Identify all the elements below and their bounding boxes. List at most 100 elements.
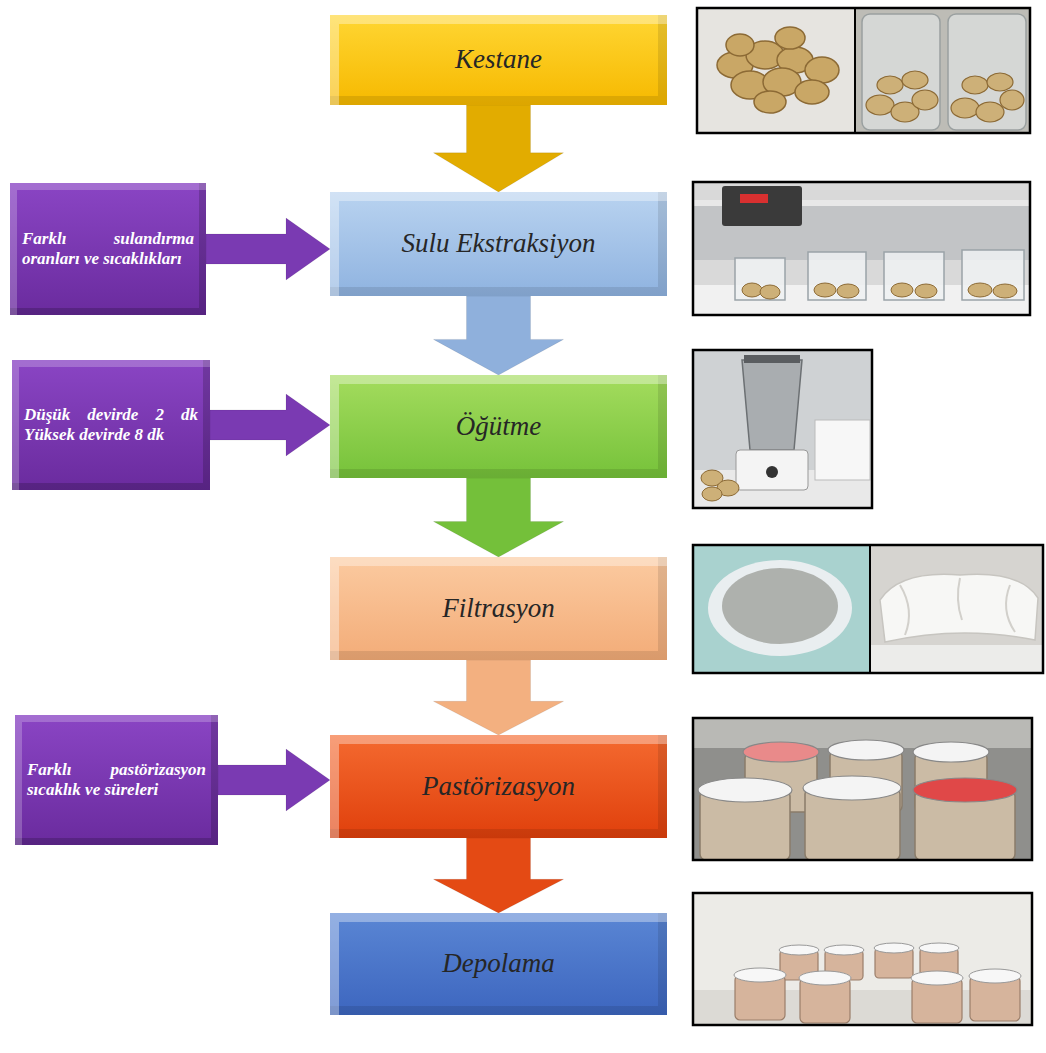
illustration-part	[855, 8, 1030, 133]
step-label: Pastörizasyon	[404, 771, 593, 802]
process-box: Sulu Ekstraksiyon	[330, 192, 667, 296]
flow-arrow	[434, 296, 564, 375]
illustration-part	[948, 14, 1026, 130]
illustration-part	[866, 71, 1024, 122]
illustration-part	[951, 98, 979, 118]
illustration-part	[740, 194, 768, 203]
illustration-part	[742, 360, 802, 450]
illustration-part	[870, 645, 1043, 673]
illustration-part	[900, 578, 1015, 635]
illustration-part	[697, 8, 855, 133]
flow-arrow	[210, 394, 330, 456]
illustration-part	[698, 778, 792, 802]
filtration-photo	[693, 545, 1043, 673]
chestnut-photo	[697, 8, 1030, 133]
illustration-part	[734, 968, 786, 982]
illustration-part	[891, 283, 913, 297]
illustration-part	[968, 283, 992, 297]
step-label: Depolama	[424, 948, 572, 979]
illustration-part	[726, 34, 754, 56]
illustration-part	[698, 740, 1017, 802]
illustration-part	[962, 76, 988, 94]
illustration-part	[912, 90, 938, 110]
illustration-part	[779, 945, 819, 955]
illustration-part	[815, 420, 870, 480]
illustration-part	[775, 27, 805, 49]
illustration-part	[702, 487, 722, 501]
process-box: Öğütme	[330, 375, 667, 478]
illustration-part	[814, 283, 836, 297]
parameter-text: Düşük devirde 2 dk Yüksek devirde 8 dk	[24, 405, 198, 446]
illustration-part	[805, 57, 839, 83]
process-box: Pastörizasyon	[330, 735, 667, 838]
illustration-part	[722, 568, 838, 644]
illustration-part	[693, 545, 870, 673]
illustration-part	[742, 283, 762, 297]
illustration-part	[693, 893, 1032, 1025]
step-label: Sulu Ekstraksiyon	[383, 228, 613, 259]
illustration-part	[962, 250, 1024, 300]
illustration-part	[735, 250, 1024, 300]
step-label: Filtrasyon	[424, 593, 573, 624]
illustration-part	[913, 742, 989, 762]
step-label: Öğütme	[438, 411, 559, 442]
illustration-part	[808, 252, 866, 300]
illustration-part	[693, 545, 1043, 673]
illustration-part	[693, 182, 1030, 315]
process-box: Depolama	[330, 913, 667, 1015]
storage-photo	[693, 893, 1032, 1025]
illustration-part	[884, 252, 944, 300]
illustration-part	[969, 969, 1021, 983]
process-box: Kestane	[330, 15, 667, 105]
process-box: Filtrasyon	[330, 557, 667, 660]
illustration-part	[693, 182, 1030, 315]
illustration-part	[854, 8, 856, 133]
illustration-part	[866, 95, 894, 115]
illustration-part	[735, 948, 1020, 1023]
illustration-part	[795, 80, 829, 104]
illustration-part	[913, 778, 1017, 802]
parameter-text: Farklı sulandırma oranları ve sıcaklıkla…	[22, 229, 194, 270]
illustration-part	[717, 27, 839, 113]
parameter-box: Farklı sulandırma oranları ve sıcaklıkla…	[10, 183, 206, 315]
parameter-box: Düşük devirde 2 dk Yüksek devirde 8 dk	[12, 360, 210, 490]
extraction-photo	[693, 182, 1030, 315]
illustration-part	[735, 258, 785, 300]
flow-arrow	[434, 838, 564, 913]
flow-arrow	[218, 749, 330, 811]
illustration-part	[919, 943, 959, 953]
illustration-part	[902, 71, 928, 89]
illustration-part	[862, 14, 940, 130]
step-label: Kestane	[437, 44, 560, 75]
illustration-part	[693, 350, 872, 508]
illustration-part	[803, 776, 901, 800]
illustration-part	[1000, 90, 1024, 110]
parameter-box: Farklı pastörizasyon sıcaklık ve süreler…	[15, 715, 218, 845]
illustration-part	[976, 102, 1004, 122]
illustration-part	[799, 971, 851, 985]
illustration-part	[824, 945, 864, 955]
illustration-part	[693, 718, 1032, 860]
illustration-part	[870, 545, 1043, 673]
parameter-text: Farklı pastörizasyon sıcaklık ve süreler…	[27, 760, 206, 801]
illustration-part	[837, 284, 859, 298]
illustration-part	[987, 73, 1013, 91]
pasteurization-photo	[693, 718, 1032, 860]
flow-arrow	[434, 105, 564, 192]
illustration-part	[697, 8, 1030, 133]
illustration-part	[693, 718, 1032, 860]
illustration-part	[722, 186, 802, 226]
illustration-part	[743, 742, 819, 762]
illustration-part	[744, 355, 800, 363]
illustration-part	[754, 91, 786, 113]
blender-photo	[693, 350, 872, 508]
illustration-part	[828, 740, 904, 760]
illustration-part	[760, 285, 780, 299]
illustration-part	[915, 284, 937, 298]
illustration-part	[766, 466, 778, 478]
illustration-part	[993, 284, 1017, 298]
illustration-part	[869, 545, 871, 673]
flow-arrow	[434, 660, 564, 735]
